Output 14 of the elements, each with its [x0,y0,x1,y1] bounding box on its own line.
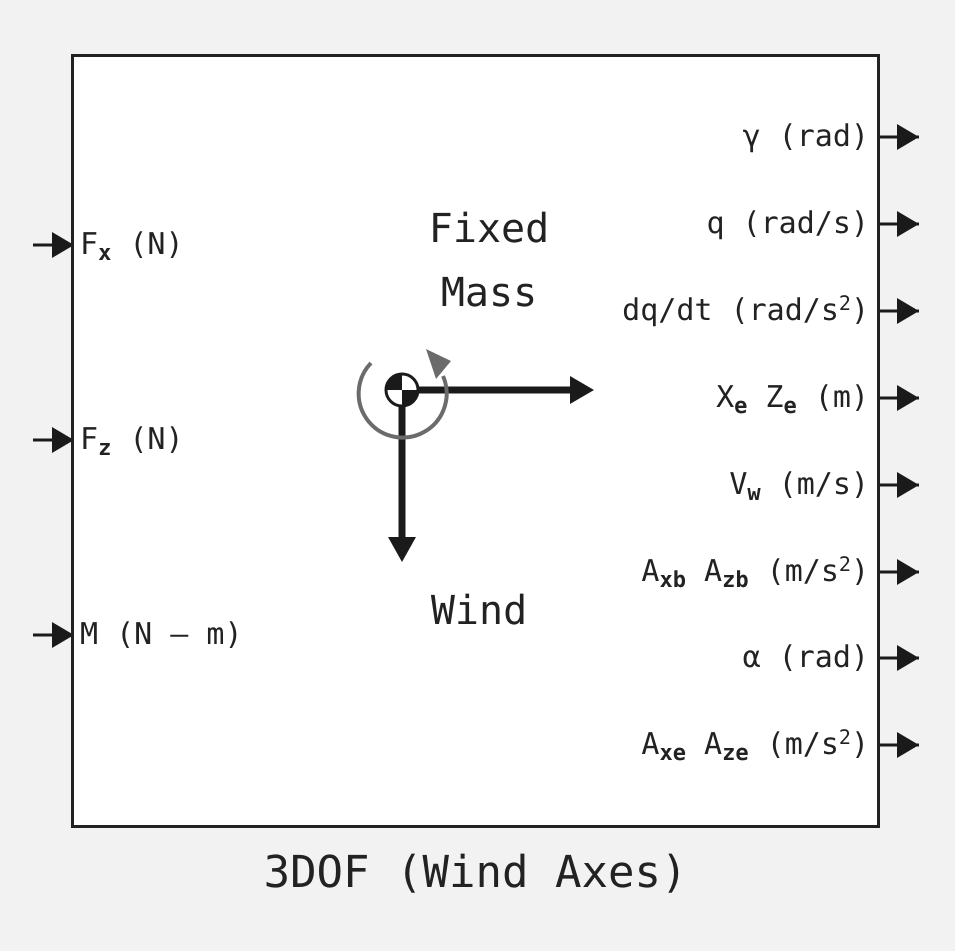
port-label: q (rad/s) [706,204,877,244]
block-title: 3DOF (Wind Axes) [262,847,688,899]
port-label: M (N – m) [74,615,243,655]
port-label: γ (rad) [742,117,877,157]
port-label: α (rad) [742,638,877,678]
port-label: dq/dt (rad/s$^{2}$) [622,291,877,331]
port-label: F$_{x}$ (N) [74,225,184,265]
port-label: A$_{xb}$ A$_{zb}$ (m/s$^{2}$) [641,552,877,592]
block-text: Wind [430,587,528,635]
port-label: A$_{xe}$ A$_{ze}$ (m/s$^{2}$) [641,725,877,765]
port-label: V$_{w}$ (m/s) [729,465,877,505]
block-text: Fixed Mass [428,205,550,318]
port-label: X$_{e}$ Z$_{e}$ (m) [716,378,877,418]
port-label: F$_{z}$ (N) [74,420,184,460]
